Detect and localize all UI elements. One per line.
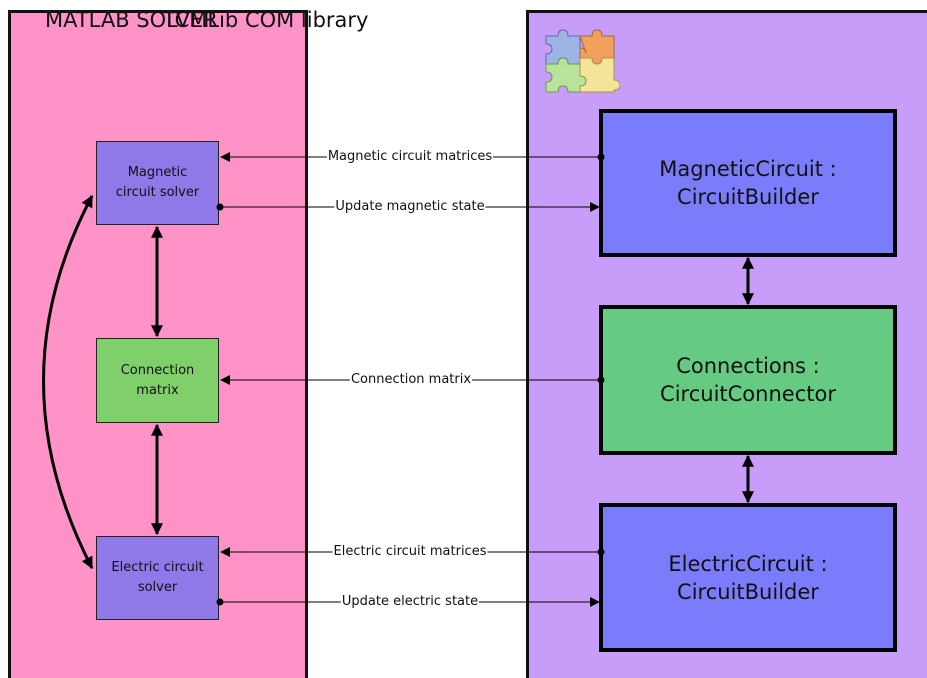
electric-circuit-builder-label: ElectricCircuit : CircuitBuilder: [668, 551, 828, 604]
tcmlib-panel-title: TCMLib COM library: [163, 8, 369, 32]
magnetic-circuit-builder-label: MagneticCircuit : CircuitBuilder: [659, 157, 837, 209]
electric-circuit-solver-box: Electric circuit solver: [96, 536, 219, 620]
magnetic-electric-solver-curve-arrow: [42, 194, 94, 570]
electric-matrices-origin-dot: [597, 548, 605, 556]
update-electric-origin-dot: [216, 598, 224, 606]
electric-matrices-label: Electric circuit matrices: [332, 544, 488, 560]
connection-matrix-label: Connection matrix: [120, 362, 195, 398]
matlab-panel-title: MATLAB SOLVER: [45, 8, 218, 32]
magnetic-matrices-origin-dot: [597, 153, 605, 161]
electric-circuit-builder-box: ElectricCircuit : CircuitBuilder: [599, 503, 897, 652]
magnetic-circuit-solver-box: Magnetic circuit solver: [96, 141, 219, 225]
update-magnetic-label: Update magnetic state: [334, 199, 486, 215]
magnetic-circuit-solver-label: Magnetic circuit solver: [115, 165, 200, 200]
connection-matrix-origin-dot: [597, 376, 605, 384]
electric-circuit-solver-label: Electric circuit solver: [111, 560, 204, 595]
magnetic-matrices-label: Magnetic circuit matrices: [326, 149, 494, 165]
connection-matrix-link-label: Connection matrix: [349, 372, 473, 388]
update-electric-label: Update electric state: [340, 594, 480, 610]
update-magnetic-origin-dot: [216, 203, 224, 211]
circuit-connector-label: Connections : CircuitConnector: [660, 354, 836, 406]
connection-matrix-box: Connection matrix: [96, 338, 219, 423]
puzzle-pieces-icon: [545, 29, 620, 93]
magnetic-circuit-builder-box: MagneticCircuit : CircuitBuilder: [599, 109, 897, 257]
circuit-connector-box: Connections : CircuitConnector: [599, 305, 897, 455]
